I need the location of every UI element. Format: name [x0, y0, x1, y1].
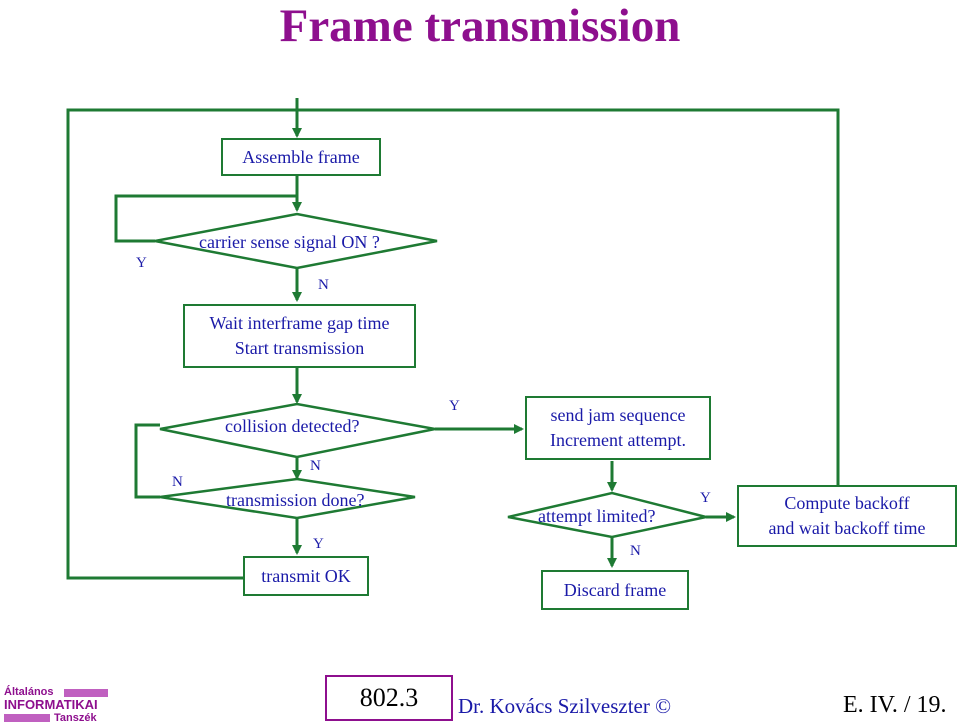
edge-backoff-loop [297, 108, 840, 485]
diamond-collision [159, 402, 436, 459]
node-transmit-ok: transmit OK [243, 556, 369, 596]
node-assemble-frame-label: Assemble frame [242, 146, 360, 167]
page-title: Frame transmission [279, 0, 681, 52]
edge-ok-loop [66, 108, 297, 580]
edge-label-limited-no: N [630, 543, 641, 559]
node-send-jam: send jam sequence Increment attempt. [525, 396, 711, 460]
edge-label-done-yes: Y [313, 536, 324, 552]
edge-carrier-yes-loop [114, 194, 297, 243]
logo-bar-top [64, 689, 108, 697]
node-transmit-ok-label: transmit OK [261, 565, 351, 586]
edge-label-carrier-yes: Y [136, 255, 147, 271]
node-jam-line1: send jam sequence [550, 405, 686, 425]
node-backoff-line1: Compute backoff [784, 493, 910, 513]
decision-collision-label: collision detected? [225, 416, 360, 436]
node-jam-line2: Increment attempt. [550, 430, 686, 450]
node-wait-line1: Wait interframe gap time [209, 313, 390, 333]
logo-line2: INFORMATIKAI [4, 697, 98, 712]
node-wait-interframe: Wait interframe gap time Start transmiss… [183, 304, 416, 368]
author-credit: Dr. Kovács Szilveszter © [458, 694, 672, 718]
logo-bar-mid [4, 714, 50, 722]
decision-done-label: transmission done? [226, 490, 365, 510]
standard-label: 802.3 [359, 683, 419, 712]
edge-label-collision-no: N [310, 458, 321, 474]
edge-label-limited-yes: Y [700, 490, 711, 506]
edge-label-carrier-no: N [318, 277, 329, 293]
logo-line3: Tanszék [54, 712, 97, 724]
edge-label-collision-yes: Y [449, 398, 460, 414]
node-assemble-frame: Assemble frame [221, 138, 381, 176]
decision-carrier-label: carrier sense signal ON ? [199, 232, 380, 252]
diamond-limited [507, 491, 707, 539]
diamond-done [159, 477, 416, 520]
standard-box: 802.3 [325, 675, 453, 721]
node-wait-line2: Start transmission [234, 338, 365, 358]
node-discard-frame: Discard frame [541, 570, 689, 610]
decision-limited-label: attempt limited? [538, 506, 656, 526]
node-backoff-line2: and wait backoff time [768, 518, 926, 538]
diamond-carrier [154, 212, 438, 270]
page-number: E. IV. / 19. [843, 692, 947, 718]
logo-line1: Általános [4, 686, 54, 698]
department-logo: Általános INFORMATIKAI Tanszék [4, 686, 116, 726]
edge-done-no-loop [134, 423, 160, 499]
node-compute-backoff: Compute backoff and wait backoff time [737, 485, 957, 547]
node-discard-frame-label: Discard frame [563, 579, 667, 600]
edge-label-done-no: N [172, 474, 183, 490]
